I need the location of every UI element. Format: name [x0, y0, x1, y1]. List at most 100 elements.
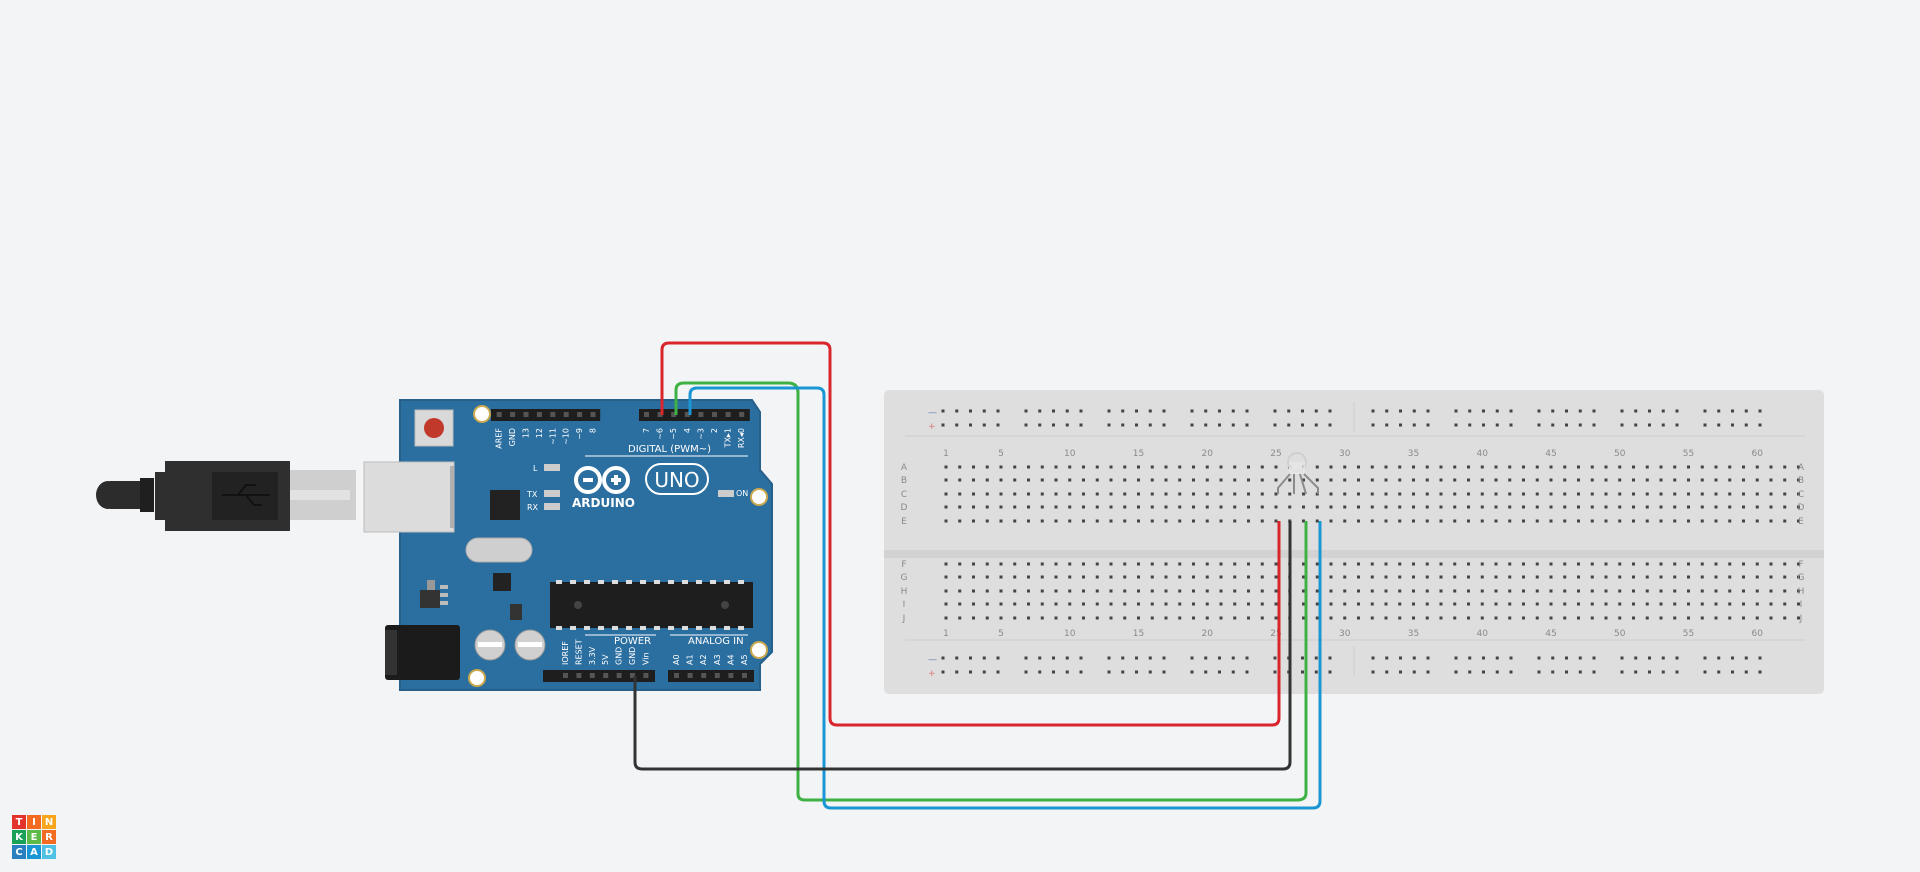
logo-letter: I [27, 815, 41, 829]
analog-pin-label: A0 [672, 654, 681, 665]
column-label: 5 [998, 629, 1004, 639]
column-label: 50 [1614, 449, 1626, 459]
column-label: 10 [1064, 629, 1076, 639]
row-label: G [901, 573, 908, 583]
logo-letter: D [42, 845, 56, 859]
column-label: 60 [1752, 629, 1764, 639]
logo-letter: N [42, 815, 56, 829]
column-label: 30 [1339, 629, 1351, 639]
row-label: F [901, 560, 906, 570]
digital-pin-label: 4 [683, 428, 692, 433]
digital-header-pin-label: ~11 [548, 428, 557, 445]
digital-header-pin-label: AREF [495, 428, 504, 449]
analog-in-label: ANALOG IN [688, 636, 744, 647]
analog-pin-label: A5 [740, 654, 749, 665]
digital-header-pin-label: ~9 [575, 428, 584, 440]
wire-green[interactable] [674, 381, 1308, 802]
row-label: E [901, 517, 907, 527]
column-label: 1 [943, 629, 949, 639]
breadboard[interactable]: 1155101015152020252530303535404045455050… [884, 390, 1824, 694]
power-pin-label: RESET [574, 639, 583, 665]
logo-letter: T [12, 815, 26, 829]
row-label: D [901, 503, 908, 513]
row-label: J [902, 614, 906, 624]
column-label: 15 [1133, 449, 1144, 459]
row-label: A [901, 463, 908, 473]
row-label: B [1798, 476, 1804, 486]
digital-pin-label: RX◂0 [737, 428, 746, 448]
column-label: 40 [1477, 629, 1489, 639]
wire-red[interactable] [660, 341, 1281, 727]
row-label: I [1800, 600, 1803, 610]
row-label: C [1798, 490, 1804, 500]
digital-pwm-label: DIGITAL (PWM~) [628, 444, 711, 455]
digital-pin-label: ~5 [669, 428, 678, 440]
l-led-label: L [533, 464, 538, 473]
rail-minus-bottom: — [928, 655, 937, 665]
row-label: H [901, 587, 908, 597]
wire-black[interactable] [633, 521, 1292, 771]
column-label: 55 [1683, 449, 1694, 459]
digital-pin-label: 2 [710, 428, 719, 433]
column-label: 25 [1270, 629, 1281, 639]
digital-header-pin-label: ~10 [562, 428, 571, 445]
digital-header-pin-label: GND [508, 428, 517, 446]
digital-header-pin-label: 8 [589, 428, 598, 433]
column-label: 10 [1064, 449, 1076, 459]
digital-header-pin-label: 12 [535, 428, 544, 438]
digital-pin-label: TX▸1 [724, 428, 733, 448]
tx-led-label: TX [526, 490, 538, 499]
power-pin-label: GND [615, 647, 624, 665]
on-led-label: ON [736, 489, 748, 498]
column-label: 20 [1202, 449, 1214, 459]
uno-model: UNO [654, 468, 699, 492]
row-label: F [1798, 560, 1803, 570]
column-label: 20 [1202, 629, 1214, 639]
usb-cable[interactable] [96, 461, 356, 531]
usb-icon [222, 484, 270, 506]
row-label: H [1798, 587, 1805, 597]
rx-led-label: RX [527, 503, 539, 512]
column-label: 35 [1408, 449, 1419, 459]
power-pin-label: GND [628, 647, 637, 665]
row-label: I [903, 600, 906, 610]
logo-letter: E [27, 830, 41, 844]
analog-pin-label: A4 [726, 654, 735, 665]
digital-pin-label: 7 [642, 428, 651, 433]
rail-plus-bottom: + [928, 669, 936, 679]
power-pin-label: 3.3V [588, 646, 597, 665]
power-label: POWER [614, 636, 651, 647]
digital-pin-label: ~6 [656, 428, 665, 440]
logo-letter: K [12, 830, 26, 844]
analog-pin-label: A2 [699, 654, 708, 665]
digital-header[interactable]: AREF GND 13 12 ~11 ~10 ~9 8 7 ~6 ~5 4 ~3 2 TX▸1 RX◂0 [491, 409, 750, 449]
logo-letter: C [12, 845, 26, 859]
logo-letter: R [42, 830, 56, 844]
digital-pin-label: ~3 [696, 428, 705, 440]
column-label: 15 [1133, 629, 1144, 639]
rail-plus-top: + [928, 422, 936, 432]
power-pin-label: Vin [641, 652, 650, 665]
arduino-uno-board[interactable]: L TX RX ON ARDUINO UNO AREF GND 13 12 ~11 ~10… [363, 399, 773, 691]
row-label: A [1798, 463, 1805, 473]
power-pin-label: IOREF [561, 641, 570, 665]
logo-letter: A [27, 845, 41, 859]
row-label: E [1798, 517, 1804, 527]
column-label: 45 [1545, 629, 1556, 639]
rgb-led[interactable] [1277, 452, 1319, 495]
column-label: 55 [1683, 629, 1694, 639]
row-label: G [1798, 573, 1805, 583]
column-label: 60 [1752, 449, 1764, 459]
analog-pin-label: A3 [713, 654, 722, 665]
column-label: 40 [1477, 449, 1489, 459]
row-label: B [901, 476, 907, 486]
reset-button[interactable] [414, 409, 454, 447]
wire-blue[interactable] [688, 386, 1322, 810]
arduino-brand: ARDUINO [572, 496, 635, 510]
column-label: 45 [1545, 449, 1556, 459]
digital-header-pin-label: 13 [522, 428, 531, 438]
